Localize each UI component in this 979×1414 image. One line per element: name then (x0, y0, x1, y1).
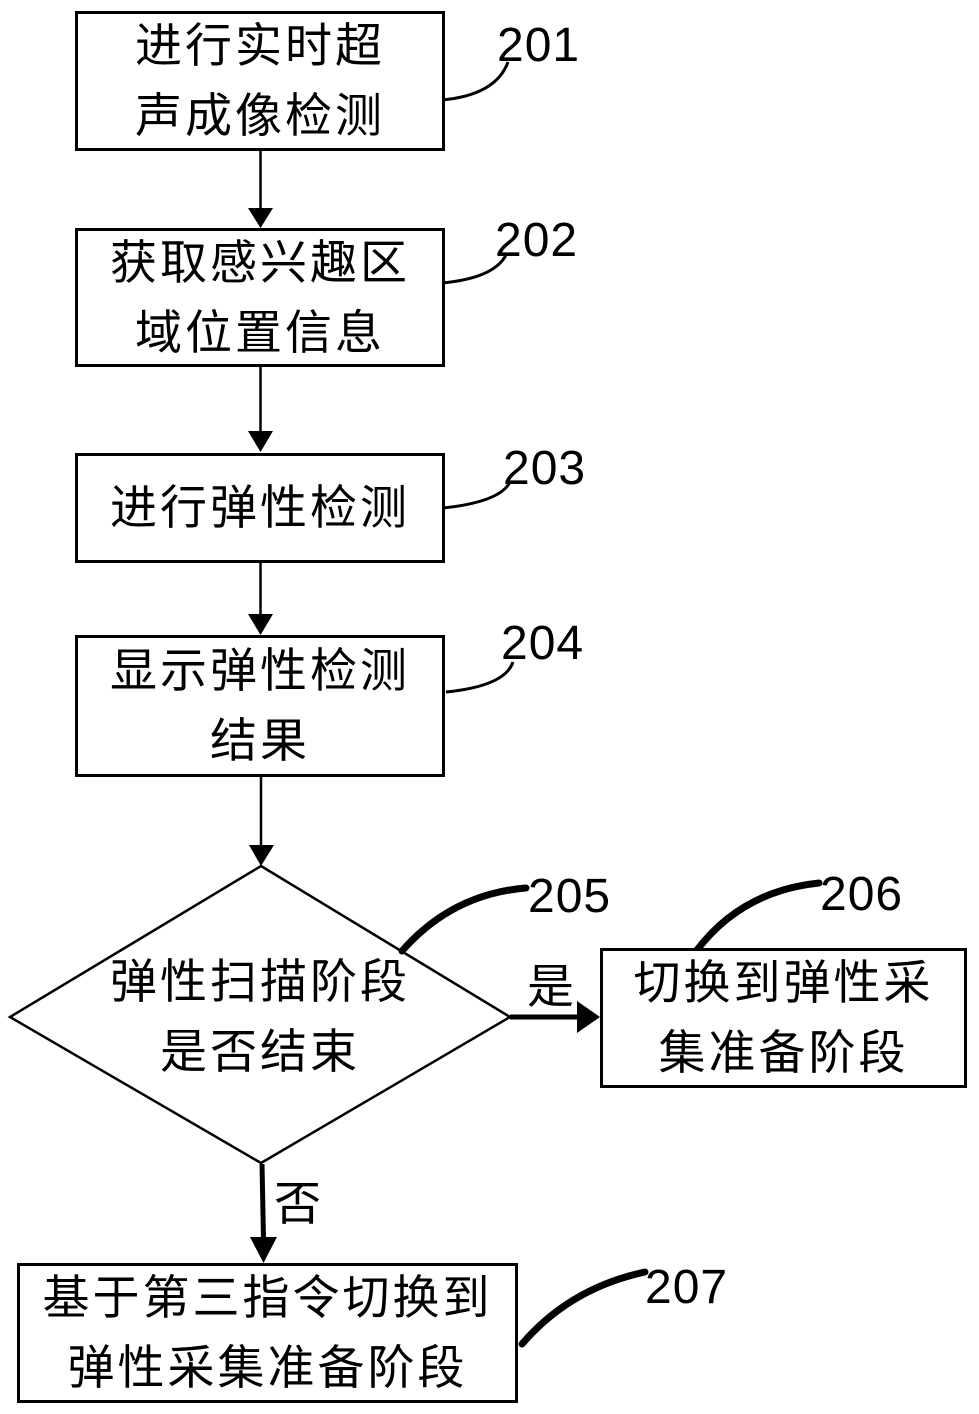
arrow-yes-branch (510, 1001, 600, 1033)
ref-label-204: 204 (501, 617, 585, 670)
arrow-201-to-202 (248, 151, 273, 228)
branch-label-yes: 是 (527, 960, 574, 1013)
arrow-no-branch (250, 1163, 277, 1263)
arrow-203-to-204 (248, 563, 273, 635)
decision-diamond-shape (7, 864, 513, 1165)
ref-label-205: 205 (528, 870, 612, 923)
ref-label-207: 207 (645, 1261, 729, 1314)
process-box-207: 基于第三指令切换到 弹性采集准备阶段 (17, 1263, 518, 1403)
ref-label-201: 201 (497, 19, 581, 72)
process-box-204: 显示弹性检测 结果 (75, 635, 445, 777)
process-box-201-label: 进行实时超 声成像检测 (135, 19, 385, 142)
leader-line-206 (693, 879, 823, 954)
ref-label-202: 202 (495, 214, 579, 267)
process-box-203: 进行弹性检测 (75, 453, 445, 563)
ref-label-203: 203 (503, 442, 587, 495)
ref-label-206: 206 (820, 868, 904, 921)
branch-label-no: 否 (274, 1177, 321, 1230)
leader-line-205 (398, 884, 530, 955)
leader-line-207 (518, 1268, 649, 1348)
process-box-203-label: 进行弹性检测 (110, 481, 410, 534)
process-box-202: 获取感兴趣区 域位置信息 (75, 228, 445, 367)
process-box-206-label: 切换到弹性采 集准备阶段 (633, 956, 934, 1079)
process-box-201: 进行实时超 声成像检测 (75, 11, 445, 151)
leader-line-201 (441, 61, 510, 102)
process-box-202-label: 获取感兴趣区 域位置信息 (110, 235, 410, 359)
process-box-207-label: 基于第三指令切换到 弹性采集准备阶段 (42, 1271, 493, 1394)
leader-line-203 (442, 481, 512, 510)
process-box-206: 切换到弹性采 集准备阶段 (600, 948, 967, 1088)
leader-line-202 (441, 252, 509, 285)
arrow-202-to-203 (248, 367, 273, 452)
decision-diamond-label: 弹性扫描阶段 是否结束 (110, 955, 410, 1078)
leader-line-204 (445, 661, 515, 694)
process-box-204-label: 显示弹性检测 结果 (110, 644, 410, 767)
arrow-204-to-205 (249, 777, 274, 866)
